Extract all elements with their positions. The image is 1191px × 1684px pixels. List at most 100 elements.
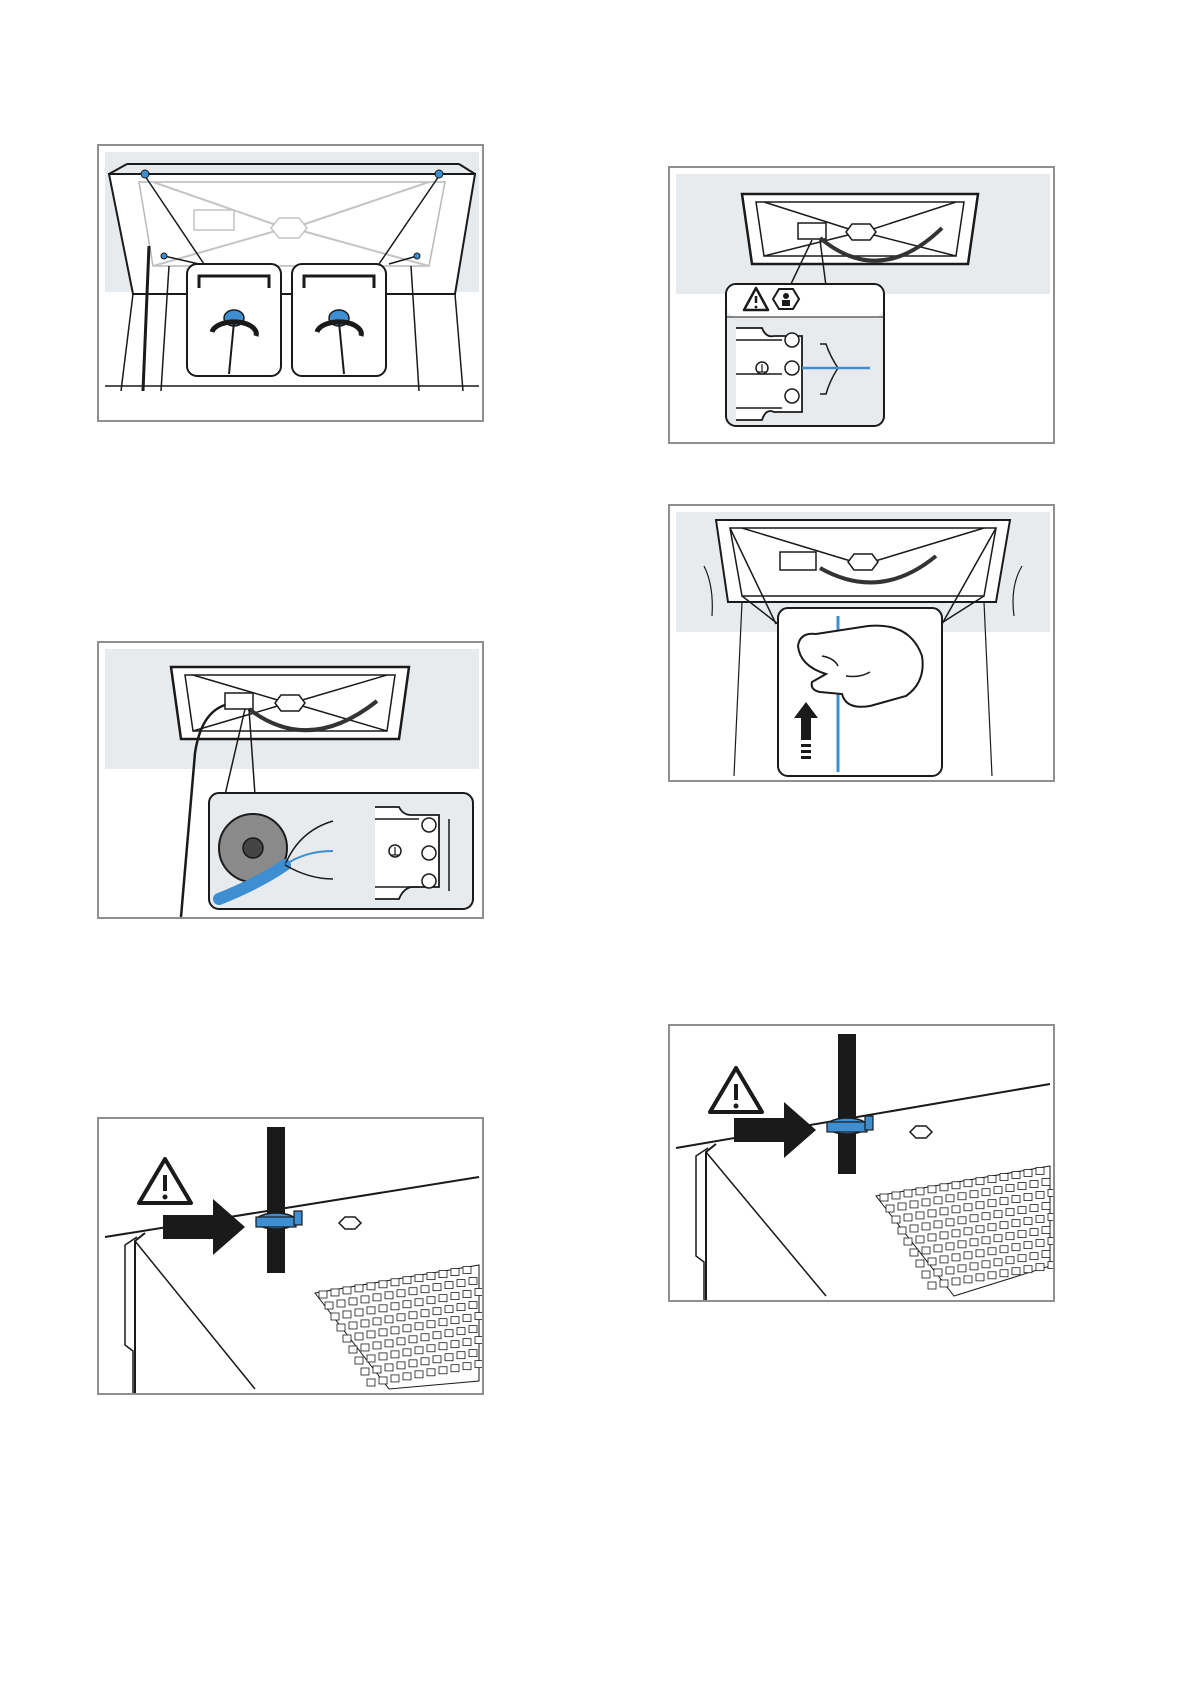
grille-cell	[940, 1280, 948, 1287]
grille-cell	[427, 1321, 435, 1328]
cable-clamp	[256, 1211, 302, 1229]
grille-cell	[379, 1281, 387, 1288]
cable-clamp-drawing-right	[670, 1026, 1055, 1302]
grille-cell	[910, 1249, 918, 1256]
grille-cell	[349, 1346, 357, 1353]
grille-cell	[463, 1267, 471, 1274]
grille-cell	[1012, 1172, 1020, 1179]
grille-cell	[331, 1313, 339, 1320]
grille-cell	[904, 1190, 912, 1197]
grille-cell	[982, 1261, 990, 1268]
grille-cell	[916, 1236, 924, 1243]
grille-cell	[988, 1176, 996, 1183]
grille-cell	[433, 1332, 441, 1339]
grille-cell	[343, 1335, 351, 1342]
grille-cell	[355, 1285, 363, 1292]
grille-cell	[952, 1278, 960, 1285]
grille-cell	[379, 1377, 387, 1384]
grille-cell	[892, 1216, 900, 1223]
grille-cell	[373, 1342, 381, 1349]
grille-cell	[904, 1238, 912, 1245]
grille-cell	[415, 1371, 423, 1378]
grille-cell	[898, 1203, 906, 1210]
grille-cell	[1000, 1174, 1008, 1181]
supply-cable	[838, 1034, 856, 1174]
grille-cell	[397, 1290, 405, 1297]
grille-cell	[952, 1230, 960, 1237]
grille-cell	[916, 1260, 924, 1267]
warning-icon	[710, 1068, 762, 1112]
grille-cell	[904, 1214, 912, 1221]
grille-cell	[403, 1277, 411, 1284]
grille-cell	[940, 1256, 948, 1263]
grille-cell	[970, 1215, 978, 1222]
grille-cell	[337, 1324, 345, 1331]
grille-cell	[385, 1364, 393, 1371]
grille-cell	[922, 1223, 930, 1230]
grille-cell	[1042, 1203, 1050, 1210]
grille-cell	[1000, 1198, 1008, 1205]
grille-cell	[403, 1349, 411, 1356]
grille-cell	[439, 1367, 447, 1374]
grille-cell	[946, 1219, 954, 1226]
grille-cell	[373, 1294, 381, 1301]
grille-cell	[385, 1340, 393, 1347]
grille-cell	[928, 1186, 936, 1193]
grille-cell	[415, 1275, 423, 1282]
grille-cell	[964, 1228, 972, 1235]
detail-box-right	[292, 264, 386, 376]
grille-cell	[445, 1330, 453, 1337]
grille-cell	[1012, 1268, 1020, 1275]
grille-cell	[922, 1247, 930, 1254]
grille-cell	[451, 1269, 459, 1276]
grille-cell	[367, 1331, 375, 1338]
grille-cell	[361, 1320, 369, 1327]
grille-cell	[409, 1288, 417, 1295]
grille-cell	[976, 1178, 984, 1185]
grille-cell	[439, 1271, 447, 1278]
grille-cell	[958, 1241, 966, 1248]
terminal-block	[736, 328, 802, 420]
grille-cell	[343, 1287, 351, 1294]
grille-cell	[415, 1299, 423, 1306]
grille-cell	[427, 1345, 435, 1352]
grille-cell	[952, 1182, 960, 1189]
grille-cell	[1042, 1251, 1050, 1258]
grille-cell	[922, 1271, 930, 1278]
grille-cell	[1042, 1227, 1050, 1234]
grille-cell	[421, 1334, 429, 1341]
grille-cell	[451, 1341, 459, 1348]
grille-cell	[379, 1353, 387, 1360]
grille-cell	[451, 1317, 459, 1324]
grille-cell	[976, 1226, 984, 1233]
grille-cell	[415, 1323, 423, 1330]
grille-cell	[970, 1239, 978, 1246]
grille-cell	[421, 1358, 429, 1365]
grille-cell	[391, 1279, 399, 1286]
grille-cell	[463, 1315, 471, 1322]
grille-cell	[445, 1282, 453, 1289]
grille-cell	[1048, 1214, 1055, 1221]
grille-cell	[946, 1195, 954, 1202]
grille-cell	[457, 1304, 465, 1311]
grille-cell	[958, 1217, 966, 1224]
grille-cell	[1036, 1192, 1044, 1199]
grille-cell	[940, 1208, 948, 1215]
grille-cell	[1024, 1266, 1032, 1273]
illustration-terminal-wiring	[668, 166, 1055, 444]
grille-cell	[379, 1329, 387, 1336]
grille-cell	[898, 1227, 906, 1234]
grille-cell	[355, 1333, 363, 1340]
grille-cell	[934, 1197, 942, 1204]
grille-cell	[994, 1187, 1002, 1194]
grille-cell	[409, 1360, 417, 1367]
illustration-cable-clamp-left	[97, 1117, 484, 1395]
grille-cell	[367, 1307, 375, 1314]
grille-cell	[391, 1351, 399, 1358]
grille-cell	[439, 1295, 447, 1302]
grille-cell	[1012, 1220, 1020, 1227]
detail-box-left	[187, 264, 281, 376]
cable-clamp	[827, 1116, 873, 1134]
grille-cell	[1018, 1231, 1026, 1238]
grille-cell	[910, 1201, 918, 1208]
